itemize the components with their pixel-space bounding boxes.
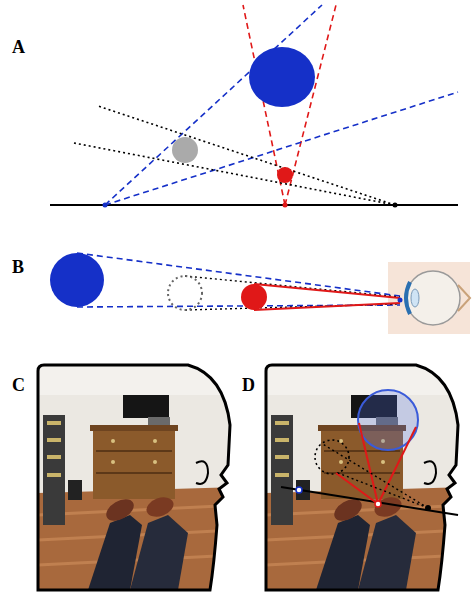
panel-letter: C bbox=[12, 376, 25, 394]
panel-b-geometry bbox=[50, 253, 470, 334]
panel-d-photo bbox=[266, 365, 466, 590]
panel-c-photo bbox=[38, 365, 238, 590]
panel-letter: A bbox=[12, 38, 25, 56]
panel-letter: D bbox=[242, 376, 255, 394]
panel-letter: B bbox=[12, 258, 24, 276]
panel-a-geometry bbox=[50, 5, 458, 208]
